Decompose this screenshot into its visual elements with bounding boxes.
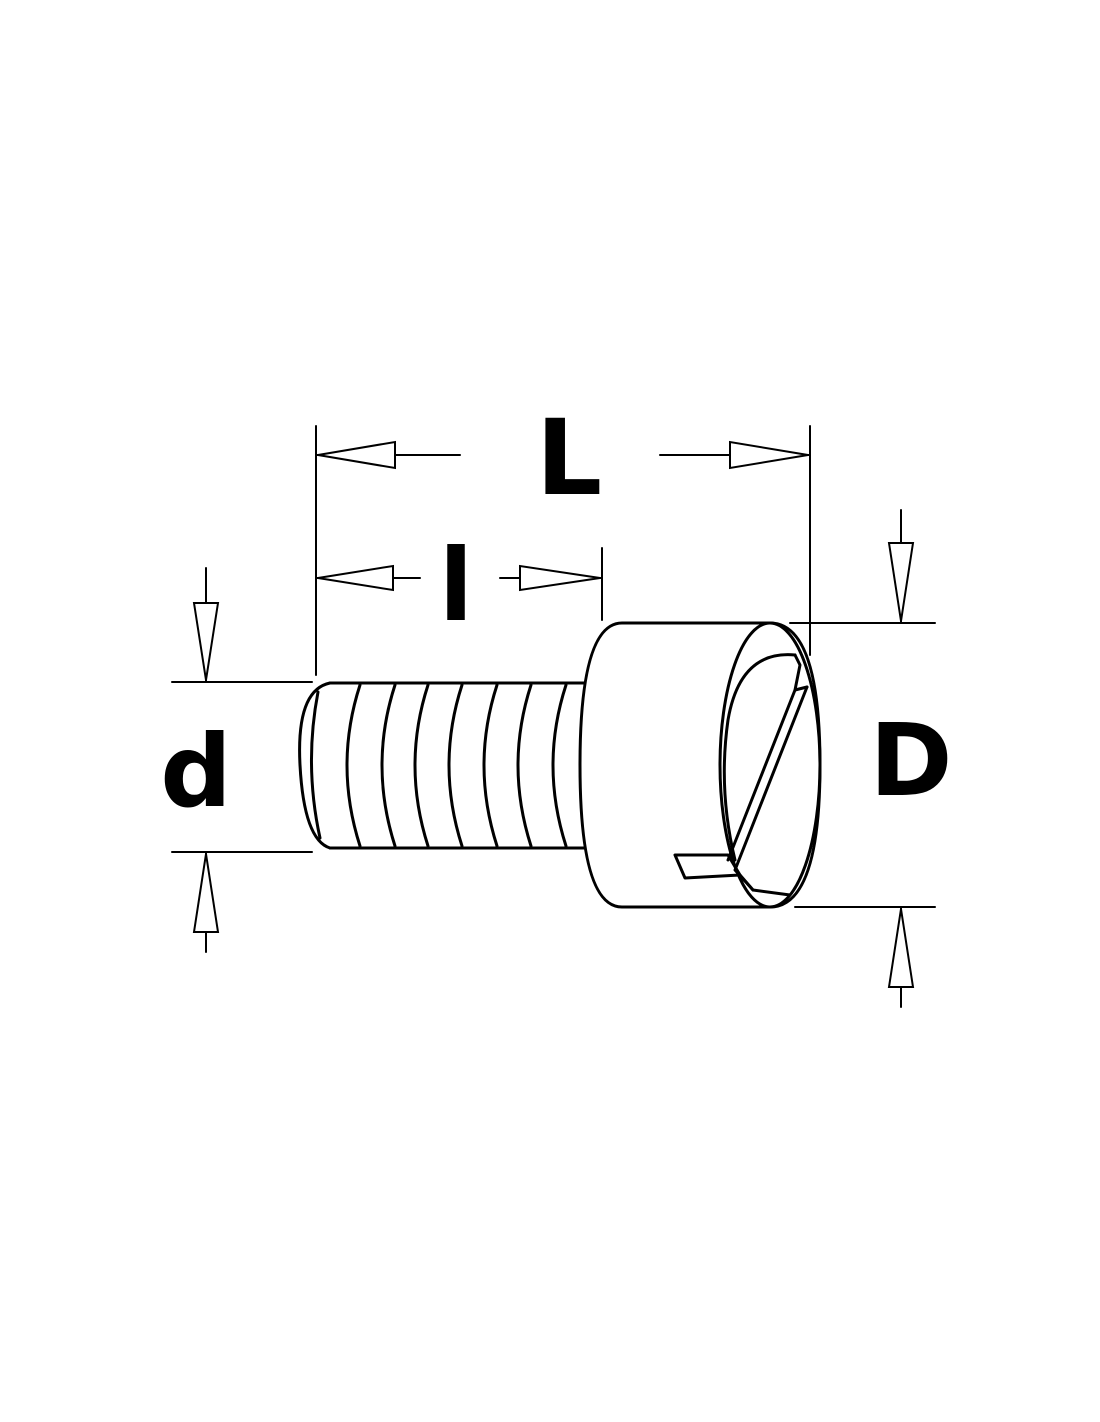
dimension-thread-diameter: d [160, 567, 313, 953]
arrow-up-icon [192, 853, 220, 933]
arrow-right-icon [729, 440, 809, 470]
dimension-total-length: L [315, 397, 811, 676]
dimension-thread-length: l [315, 527, 603, 644]
dimension-label-L: L [536, 397, 602, 519]
screw-drawing [298, 621, 822, 909]
arrow-left-icon [317, 564, 394, 592]
arrow-up-icon [887, 908, 915, 988]
arrow-down-icon [887, 542, 915, 622]
arrow-right-icon [519, 564, 601, 592]
arrow-left-icon [317, 440, 396, 470]
arrow-down-icon [192, 602, 220, 681]
dimension-head-diameter: D [789, 509, 953, 1008]
dimension-label-d: d [160, 713, 232, 830]
threaded-shank [298, 681, 587, 850]
screw-head [578, 621, 822, 909]
dimension-label-l: l [439, 527, 473, 644]
dimension-label-D: D [869, 702, 952, 819]
